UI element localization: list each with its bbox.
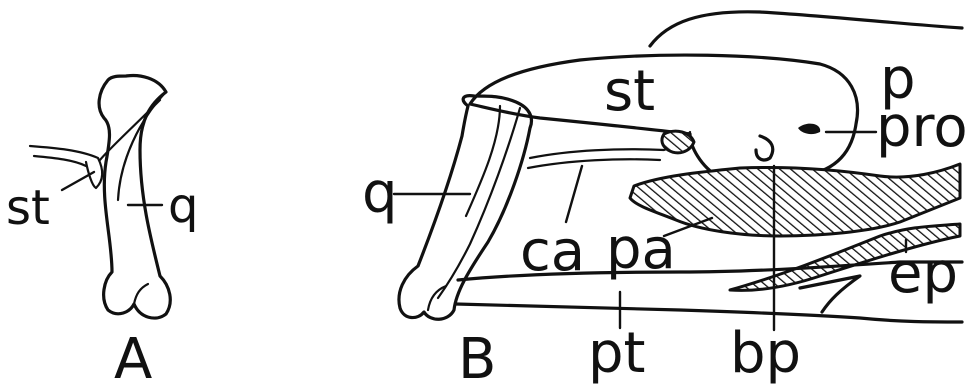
leader-st-a xyxy=(62,172,94,190)
panel-b: st p pro q ca pa ep pt bp B xyxy=(362,12,967,386)
label-st-b: st xyxy=(604,59,655,124)
label-pro: pro xyxy=(876,95,967,160)
label-ca: ca xyxy=(520,219,585,284)
pterygoid-bone-lower xyxy=(456,304,962,322)
prootic-mark xyxy=(798,124,820,134)
label-pt: pt xyxy=(588,321,646,386)
pterygoid-notch xyxy=(800,276,860,312)
quadrate-bone-b xyxy=(399,96,531,320)
stapes-rod-a-lower xyxy=(34,156,86,166)
leader-ca xyxy=(566,166,582,222)
panel-a: st q A xyxy=(6,76,198,386)
panel-label-a: A xyxy=(114,327,152,386)
hatched-palatine-mass xyxy=(630,164,960,236)
label-q-a: q xyxy=(168,178,198,234)
prootic-notch xyxy=(756,136,773,160)
stapes-footplate xyxy=(662,131,694,153)
stapes-body xyxy=(470,55,858,179)
label-pa: pa xyxy=(606,217,676,282)
label-st-a: st xyxy=(6,180,50,236)
label-bp: bp xyxy=(730,321,801,386)
columella-auris-lower xyxy=(528,159,660,168)
label-q-b: q xyxy=(362,161,398,226)
parietal-roof xyxy=(650,12,962,46)
quadrate-condyle-groove-a xyxy=(134,284,148,304)
quadrate-ridge-b2 xyxy=(466,106,500,216)
quadrate-bone-a xyxy=(99,76,170,319)
panel-label-b: B xyxy=(458,327,496,386)
label-ep: ep xyxy=(888,241,958,306)
